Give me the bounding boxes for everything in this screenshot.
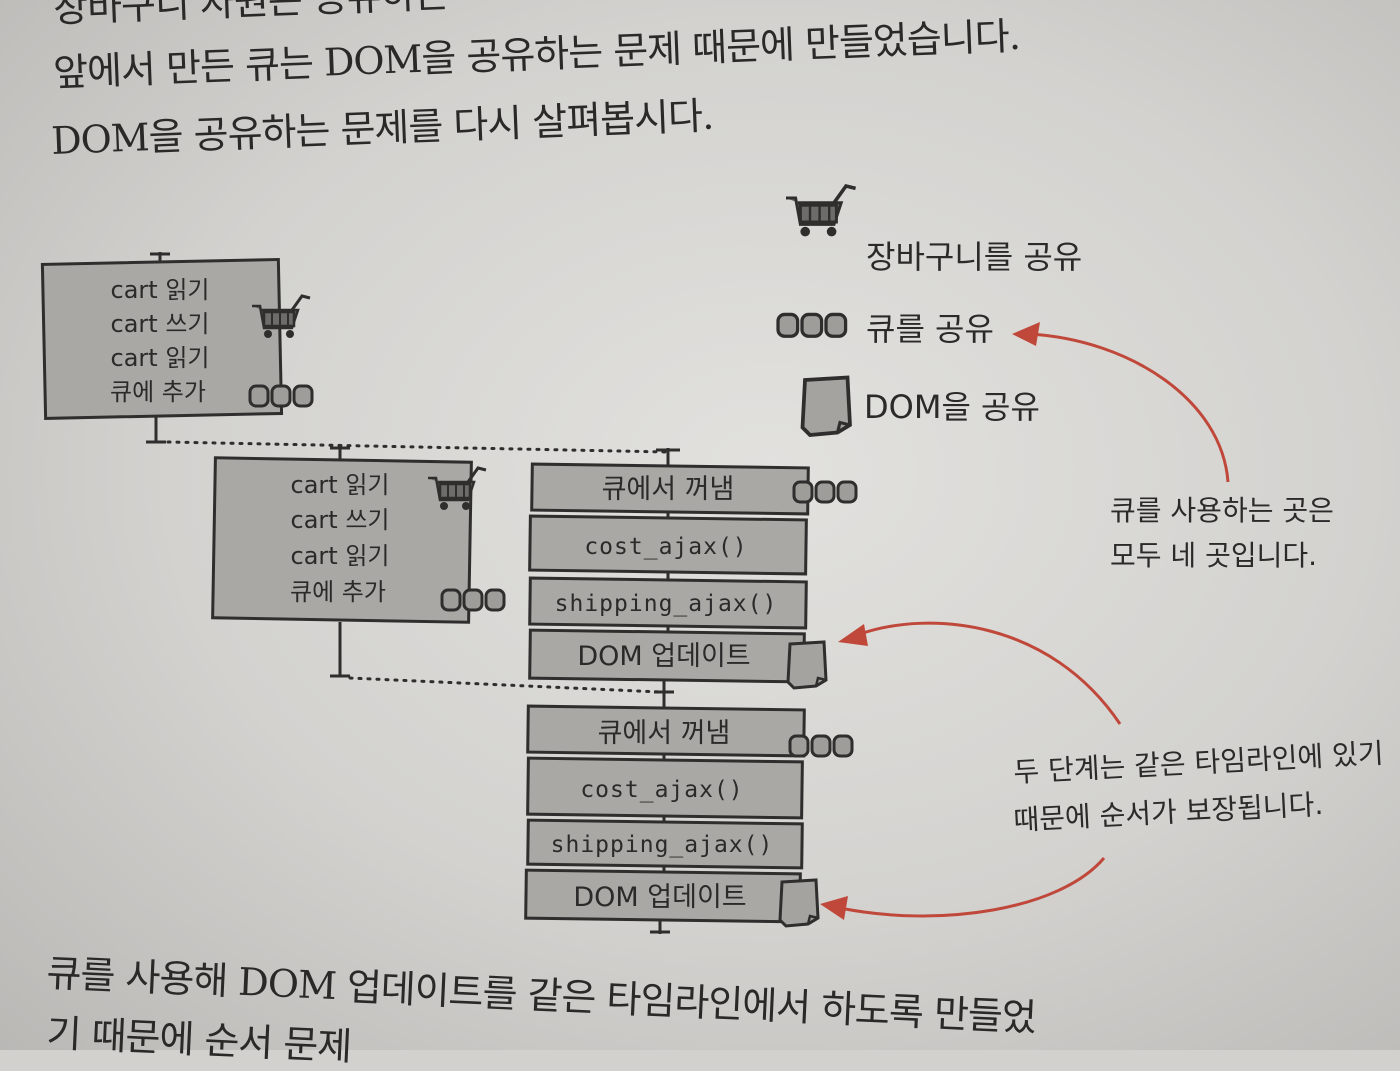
timeline-1-step-3: cart 읽기 bbox=[111, 344, 210, 372]
timeline-1-step-2: cart 쓰기 bbox=[111, 310, 210, 338]
sync-dotted-line bbox=[348, 676, 662, 694]
arrow-order-note-upper bbox=[859, 621, 1122, 725]
arrow-order-note-lower bbox=[839, 857, 1106, 918]
queue-icon bbox=[248, 384, 314, 408]
order-note-line-1: 두 단계는 같은 타임라인에 있기 bbox=[1013, 737, 1385, 789]
queue-step-box bbox=[526, 756, 804, 820]
queue-icon bbox=[440, 588, 506, 612]
timeline-2-step-1: cart 읽기 bbox=[291, 471, 390, 499]
queue-usage-note: 큐를 사용하는 곳은 모두 네 곳입니다. bbox=[1110, 494, 1334, 572]
dom-icon bbox=[786, 640, 828, 690]
arrow-queue-note bbox=[1029, 332, 1230, 483]
queue-step-box bbox=[526, 818, 804, 870]
queue-icon bbox=[776, 312, 848, 338]
arrowhead bbox=[820, 896, 848, 920]
queue-icon bbox=[788, 734, 854, 758]
timeline-2-step-3: cart 읽기 bbox=[291, 542, 390, 570]
queue-icon bbox=[792, 480, 858, 504]
order-note-line-2: 때문에 순서가 보장됩니다. bbox=[1013, 788, 1324, 837]
timeline-2-box bbox=[211, 456, 473, 624]
dom-icon bbox=[778, 878, 820, 928]
timeline-1-box bbox=[40, 257, 284, 420]
sync-dotted-line bbox=[166, 440, 670, 454]
arrowhead bbox=[1012, 322, 1040, 346]
arrowhead bbox=[838, 624, 868, 646]
timeline-1-step-4: 큐에 추가 bbox=[110, 378, 206, 406]
queue-step-shipping-ajax: shipping_ajax() bbox=[551, 832, 774, 858]
queue-step-shipping-ajax: shipping_ajax() bbox=[555, 591, 778, 617]
legend: 장바구니를 공유 큐를 공유 DOM을 공유 bbox=[776, 184, 1082, 437]
timeline-2: cart 읽기 cart 쓰기 cart 읽기 큐에 추가 bbox=[211, 446, 506, 678]
timeline-1: cart 읽기 cart 쓰기 cart 읽기 큐에 추가 bbox=[40, 252, 314, 444]
timeline-1-step-1: cart 읽기 bbox=[111, 276, 210, 304]
queue-step-box bbox=[528, 576, 808, 630]
queue-timeline: 큐에서 꺼냄 cost_ajax() shipping_ajax() DOM 업… bbox=[524, 448, 858, 934]
queue-step-box bbox=[526, 704, 806, 758]
legend-queue-label: 큐를 공유 bbox=[866, 310, 994, 348]
legend-cart-label: 장바구니를 공유 bbox=[866, 238, 1082, 276]
queue-step-dom-update: DOM 업데이트 bbox=[577, 641, 750, 672]
cart-icon bbox=[784, 184, 858, 239]
legend-dom-label: DOM을 공유 bbox=[864, 388, 1040, 426]
queue-step-cost-ajax: cost_ajax() bbox=[584, 534, 747, 560]
queue-step-dequeue: 큐에서 꺼냄 bbox=[598, 718, 731, 749]
queue-note-line-1: 큐를 사용하는 곳은 bbox=[1110, 494, 1334, 527]
queue-step-dom-update: DOM 업데이트 bbox=[573, 882, 746, 913]
queue-step-box bbox=[528, 514, 808, 576]
dom-icon bbox=[800, 375, 852, 437]
timeline-2-step-2: cart 쓰기 bbox=[291, 506, 390, 534]
timeline-2-step-4: 큐에 추가 bbox=[290, 578, 386, 606]
queue-note-line-2: 모두 네 곳입니다. bbox=[1110, 539, 1317, 572]
annotation-arrows bbox=[820, 322, 1230, 920]
queue-step-cost-ajax: cost_ajax() bbox=[580, 777, 743, 803]
queue-step-dequeue: 큐에서 꺼냄 bbox=[602, 474, 735, 505]
order-guarantee-note: 두 단계는 같은 타임라인에 있기 때문에 순서가 보장됩니다. bbox=[1013, 737, 1385, 837]
